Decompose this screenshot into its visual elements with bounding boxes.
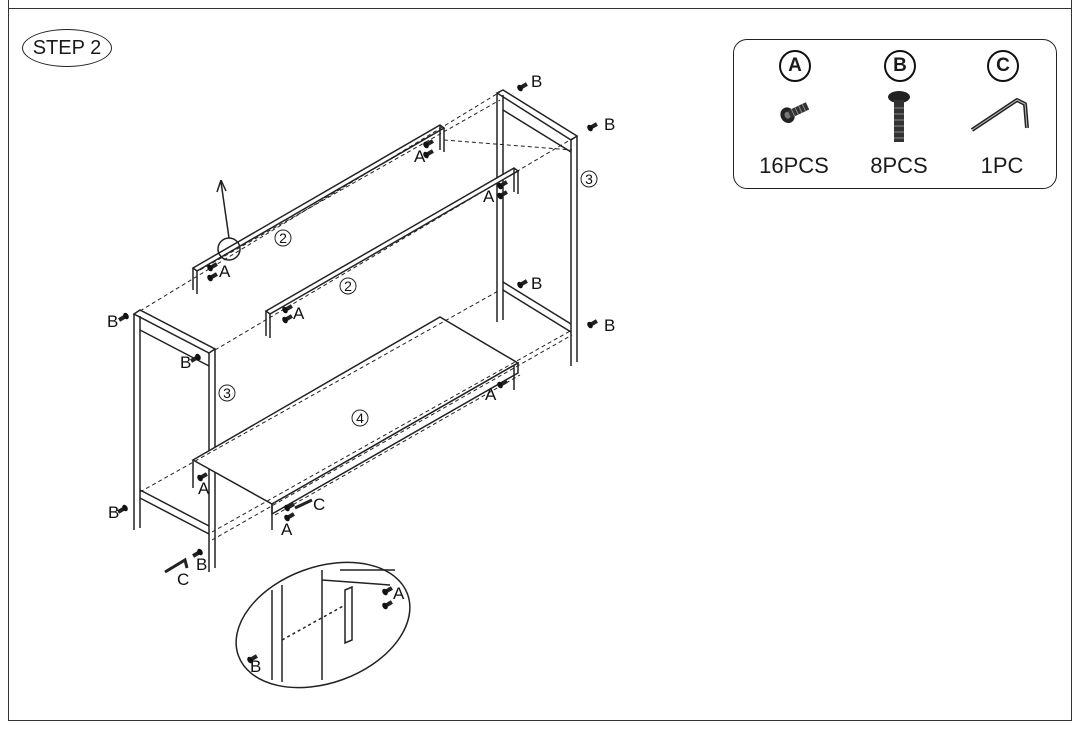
parts-legend: A 16PCS B 8PCS C — [733, 39, 1057, 189]
step-label: STEP 2 — [22, 29, 112, 67]
label-c: C — [313, 495, 325, 514]
part-a-badge: A — [779, 50, 811, 82]
label-a: A — [393, 584, 405, 603]
part-c-badge: C — [987, 50, 1019, 82]
label-b: B — [180, 353, 191, 372]
label-b: B — [108, 503, 119, 522]
label-part-3-back: 3 — [585, 171, 593, 187]
label-b: B — [604, 115, 615, 134]
top-border — [8, 8, 1072, 9]
allen-key-right — [294, 498, 313, 510]
part-b-qty: 8PCS — [870, 153, 928, 178]
part-c-qty: 1PC — [980, 153, 1024, 178]
part-b-badge: B — [884, 50, 916, 82]
alignment-lines — [139, 91, 576, 541]
detail-bubble — [235, 561, 411, 689]
back-frame — [495, 89, 579, 366]
label-a: A — [219, 262, 231, 281]
label-part-2-middle: 2 — [344, 278, 352, 294]
label-a: A — [281, 520, 293, 539]
label-c: C — [177, 570, 189, 589]
page-frame — [8, 0, 1072, 721]
label-a: A — [293, 304, 305, 323]
label-part-2-upper: 2 — [279, 230, 287, 246]
label-b: B — [604, 316, 615, 335]
label-part-3-front: 3 — [223, 385, 231, 401]
allen-key-left — [164, 557, 189, 574]
label-b: B — [531, 274, 542, 293]
label-a: A — [485, 385, 497, 404]
label-a: A — [414, 147, 426, 166]
label-b: B — [250, 657, 261, 676]
label-b: B — [531, 72, 542, 91]
upper-rail — [191, 124, 446, 294]
label-b: B — [196, 555, 207, 574]
bolt-long-icon — [888, 91, 910, 142]
label-part-4: 4 — [356, 410, 364, 426]
allen-key-icon — [970, 98, 1029, 132]
label-a: A — [198, 479, 210, 498]
callout-arrow — [220, 181, 230, 239]
bolt-short-icon — [780, 102, 810, 124]
label-a: A — [483, 187, 495, 206]
part-a-qty: 16PCS — [759, 153, 829, 178]
label-b: B — [107, 312, 118, 331]
front-frame — [132, 309, 217, 572]
